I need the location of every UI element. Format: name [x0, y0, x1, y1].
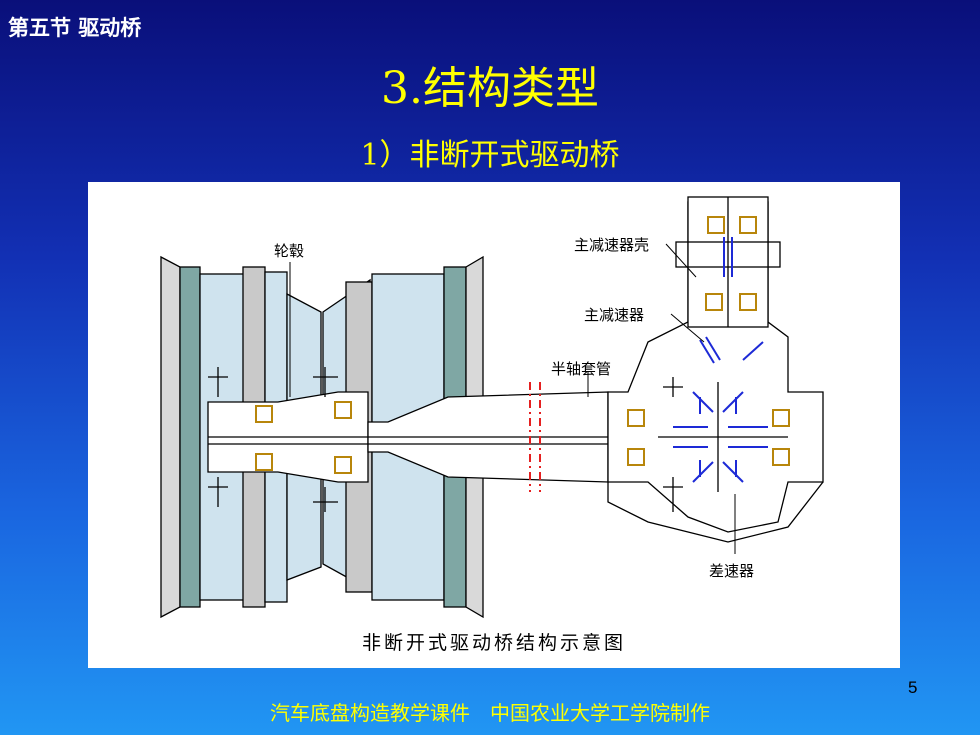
label-differential: 差速器 [709, 562, 755, 580]
section-label: 第五节 驱动桥 [8, 16, 142, 40]
label-hub: 轮毂 [274, 242, 305, 260]
label-axle-tube: 半轴套管 [551, 360, 612, 378]
bearings [255, 216, 790, 474]
slide-subtitle: 1）非断开式驱动桥 [360, 138, 620, 173]
cut-lines [529, 382, 541, 492]
page-number: 5 [908, 678, 918, 697]
label-reducer-housing: 主减速器壳 [574, 236, 650, 254]
axle-schematic [160, 196, 824, 619]
differential-housing [607, 201, 824, 533]
drum-edge-left [179, 266, 201, 608]
wheel-studs [208, 367, 683, 512]
label-final-drive: 主减速器 [584, 306, 645, 324]
outer-wheel-left [160, 255, 181, 619]
footer-credit: 汽车底盘构造教学课件 中国农业大学工学院制作 [270, 701, 710, 725]
slide-title: 3.结构类型 [381, 63, 599, 114]
figure-caption: 非断开式驱动桥结构示意图 [361, 632, 626, 654]
axle-diagram: 轮毂 主减速器壳 主减速器 半轴套管 差速器 非断开式驱动桥结构示意图 [88, 182, 900, 668]
gears [673, 237, 768, 483]
